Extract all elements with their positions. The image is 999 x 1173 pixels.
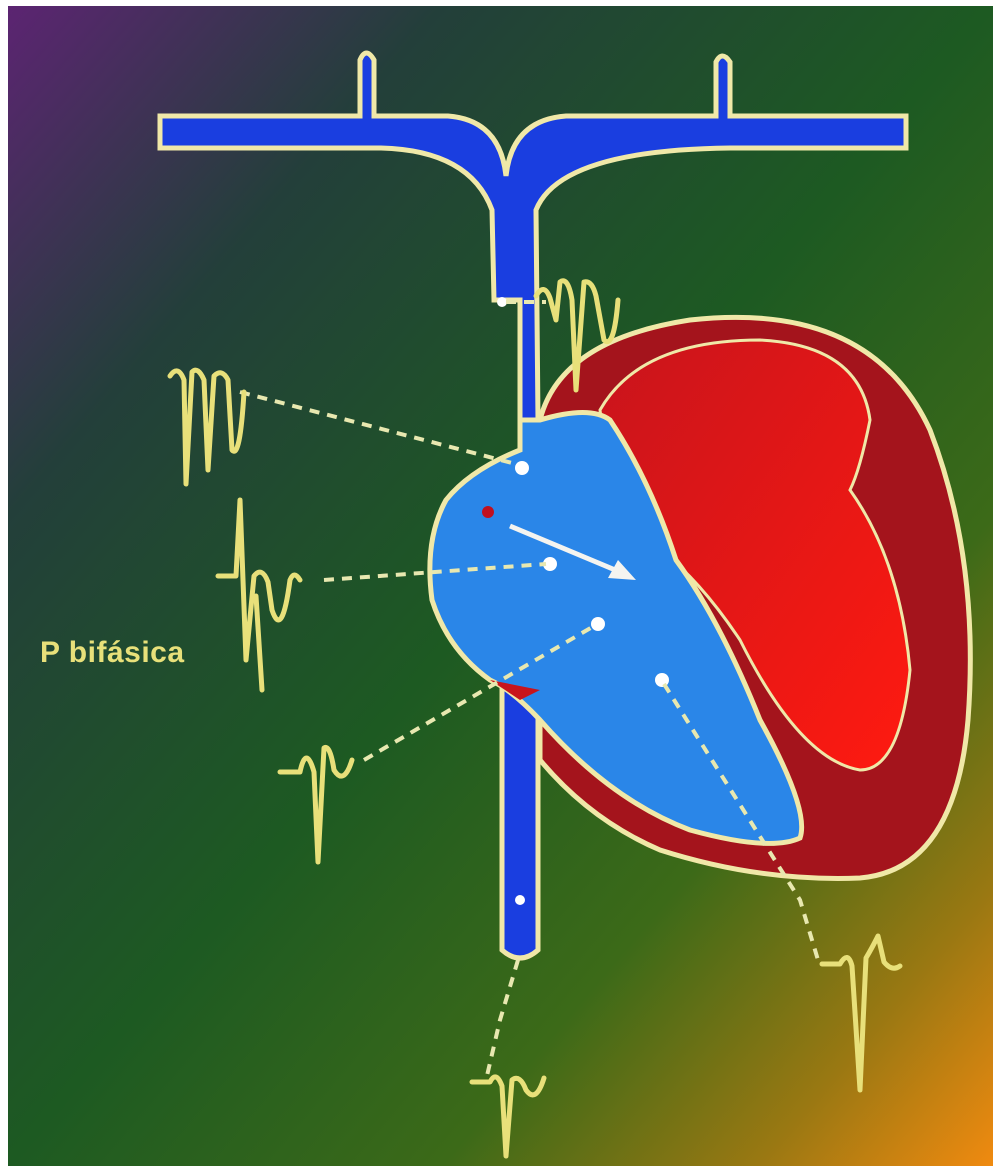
p-bifasica-label: P bifásica [40, 636, 185, 670]
inferior-vena-cava [502, 680, 538, 958]
